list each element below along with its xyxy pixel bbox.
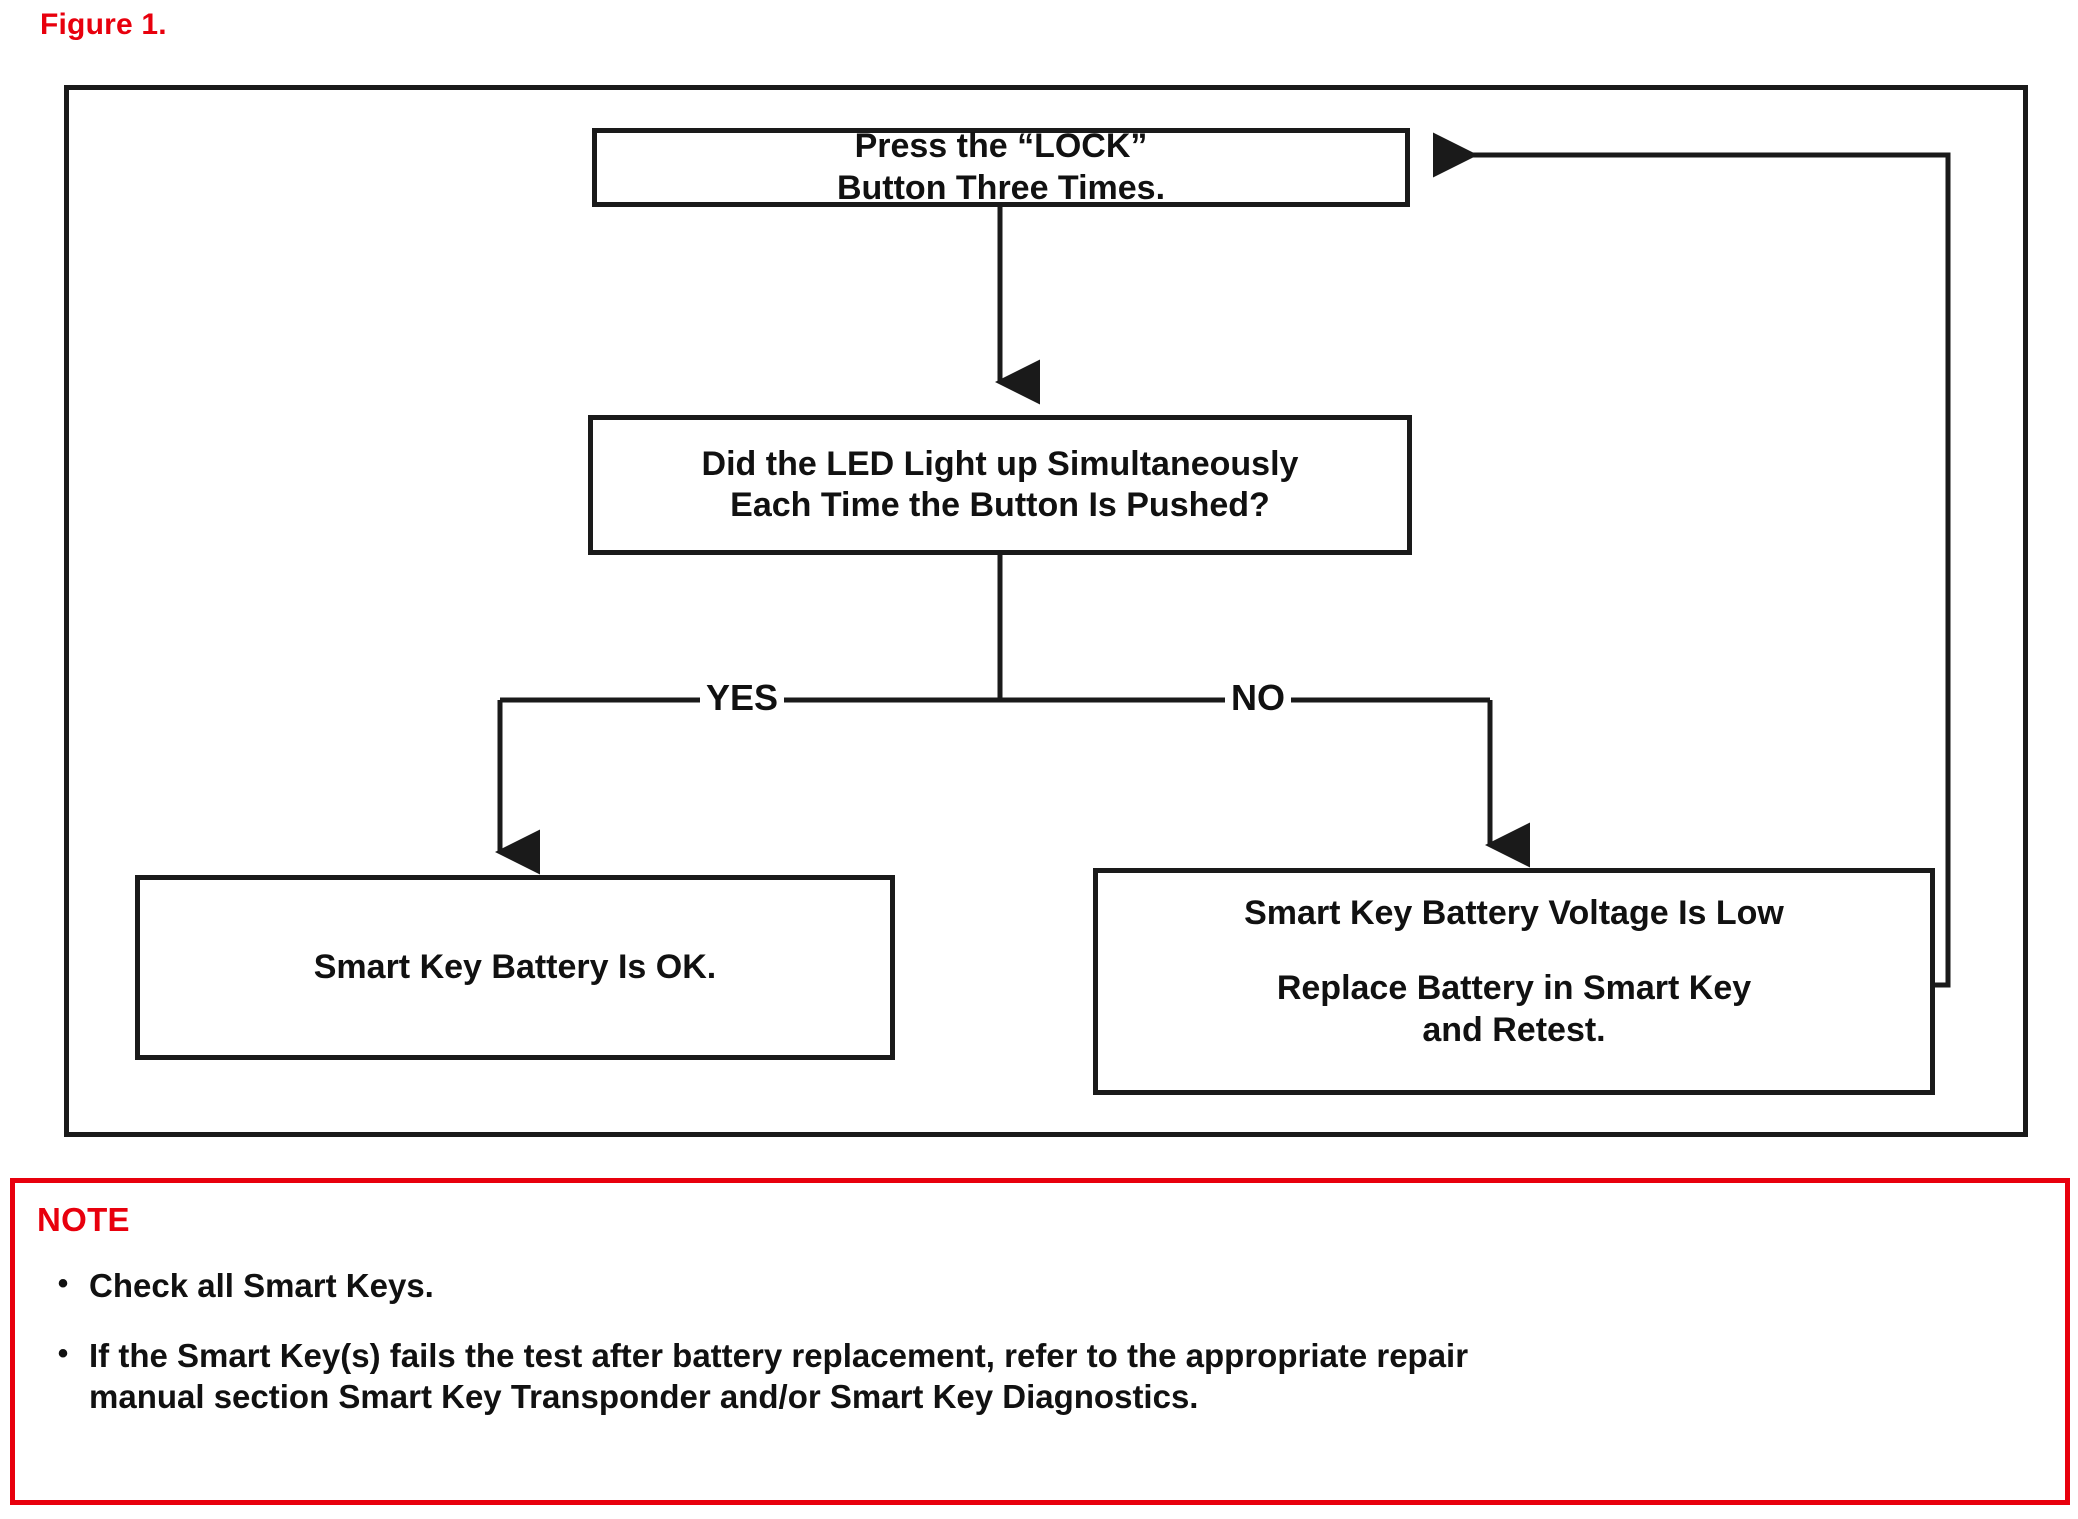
flow-node-battery-low-line-2: Replace Battery in Smart Key [1276,969,1752,1008]
flow-node-press-lock[interactable]: Press the “LOCK” Button Three Times. [592,127,1410,207]
bullet-icon: • [57,1336,69,1370]
flow-node-battery-low-line-1: Smart Key Battery Voltage Is Low [1244,894,1784,932]
note-panel: NOTE • Check all Smart Keys. • If the Sm… [10,1178,2070,1505]
note-list-item-text: If the Smart Key(s) fails the test after… [89,1335,2037,1418]
figure-caption: Figure 1. [40,8,167,41]
note-list: • Check all Smart Keys. • If the Smart K… [37,1265,2037,1446]
note-item-2-line-2: manual section Smart Key Transponder and… [89,1378,1199,1416]
note-heading: NOTE [37,1201,130,1238]
flow-node-led-question-line-2: Each Time the Button Is Pushed? [730,486,1270,524]
flow-node-battery-low-line-3: and Retest. [1422,1010,1606,1049]
note-item-1-line-1: Check all Smart Keys. [89,1267,434,1304]
note-list-item: • If the Smart Key(s) fails the test aft… [37,1335,2037,1418]
flow-node-battery-low[interactable]: Smart Key Battery Voltage Is Low Replace… [1093,868,1935,1095]
note-list-item: • Check all Smart Keys. [37,1265,2037,1307]
note-list-item-text: Check all Smart Keys. [89,1265,2037,1307]
branch-label-no: NO [1225,680,1291,716]
flow-node-led-question-line-1: Did the LED Light up Simultaneously [701,444,1299,483]
note-item-2-line-1: If the Smart Key(s) fails the test after… [89,1336,1469,1374]
flow-node-press-lock-line-2: Button Three Times. [836,168,1166,207]
branch-label-yes: YES [700,680,785,716]
flow-node-battery-ok-line-1: Smart Key Battery Is OK. [313,947,717,986]
flow-node-battery-ok[interactable]: Smart Key Battery Is OK. [135,875,895,1060]
flow-node-press-lock-line-1: Press the “LOCK” [854,127,1148,166]
bullet-icon: • [57,1267,69,1300]
flow-node-led-question[interactable]: Did the LED Light up Simultaneously Each… [588,415,1412,555]
